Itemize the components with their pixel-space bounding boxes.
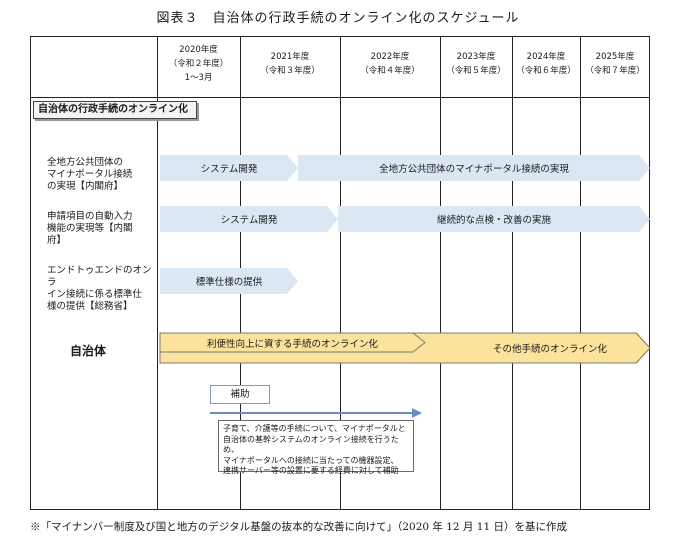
arrow-label: システム開発 xyxy=(220,215,278,226)
arrow-system-development-2: システム開発 xyxy=(160,206,338,232)
yellow-arrows-outline xyxy=(159,332,651,364)
figure-title: 図表３ 自治体の行政手続のオンライン化のスケジュール xyxy=(156,11,520,26)
arrow-label: 全地方公共団体のマイナポータル接続の実現 xyxy=(379,164,569,175)
year-label: 2025年度 xyxy=(595,52,635,62)
year-header-2025: 2025年度 （令和７年度） xyxy=(580,50,650,78)
arrow-standard-spec: 標準仕様の提供 xyxy=(160,268,298,294)
year-header-2023: 2023年度 （令和５年度） xyxy=(440,50,512,78)
column-divider-2023 xyxy=(440,36,441,510)
year-label: 2022年度 xyxy=(370,52,410,62)
arrow-label: 継続的な点検・改善の実施 xyxy=(436,215,551,226)
arrow-label: その他手続のオンライン化 xyxy=(492,344,607,355)
year-header-2022: 2022年度 （令和４年度） xyxy=(340,50,440,78)
arrow-system-development-1: システム開発 xyxy=(160,155,298,181)
row-label-end-to-end: エンドトゥエンドのオンラ イン接続に係る標準仕 様の提供【総務省】 xyxy=(47,265,152,312)
column-divider-label xyxy=(157,36,158,510)
arrow-label: 標準仕様の提供 xyxy=(195,277,263,288)
arrow-convenience-procedures: 利便性向上に資する手続のオンライン化 xyxy=(160,333,425,352)
support-description: 子育て、介護等の手続について、マイナポータルと 自治体の基幹システムのオンライン… xyxy=(218,420,414,475)
support-label: 補助 xyxy=(210,385,270,404)
convenience-arrow-outline xyxy=(159,332,426,353)
year-header-2020: 2020年度 （令和２年度） 1～3月 xyxy=(157,43,240,85)
year-header-2021: 2021年度 （令和３年度） xyxy=(240,50,340,78)
year-label: 2021年度 xyxy=(270,52,310,62)
year-label: 2023年度 xyxy=(456,52,496,62)
year-label: 2024年度 xyxy=(526,52,566,62)
arrow-continuous-improvement: 継続的な点検・改善の実施 xyxy=(338,206,650,232)
month-range-label: 1～3月 xyxy=(184,73,213,83)
era-label: （令和５年度） xyxy=(446,66,506,76)
era-label: （令和２年度） xyxy=(168,59,229,69)
row-label-mynaportal: 全地方公共団体の マイナポータル接続 の実現【内閣府】 xyxy=(47,157,133,192)
arrow-mynaportal-connection: 全地方公共団体のマイナポータル接続の実現 xyxy=(298,155,650,181)
column-divider-2024 xyxy=(512,36,513,510)
era-label: （令和７年度） xyxy=(585,66,645,76)
section-label: 自治体の行政手続のオンライン化 xyxy=(33,101,197,119)
year-label: 2020年度 xyxy=(179,45,218,55)
source-note: ※「マイナンバー制度及び国と地方のデジタル基盤の抜本的な改善に向けて」（2020… xyxy=(30,521,567,533)
row-label-municipality: 自治体 xyxy=(70,344,107,358)
year-header-2024: 2024年度 （令和６年度） xyxy=(512,50,580,78)
row-label-autofill: 申請項目の自動入力 機能の実現等【内閣 府】 xyxy=(47,211,133,246)
column-divider-2022 xyxy=(340,36,341,510)
era-label: （令和４年度） xyxy=(360,66,420,76)
arrow-label: システム開発 xyxy=(200,164,258,175)
support-arrow xyxy=(210,408,422,418)
era-label: （令和３年度） xyxy=(260,66,320,76)
arrow-label: 利便性向上に資する手続のオンライン化 xyxy=(206,338,378,350)
column-divider-2025 xyxy=(580,36,581,510)
era-label: （令和６年度） xyxy=(516,66,576,76)
